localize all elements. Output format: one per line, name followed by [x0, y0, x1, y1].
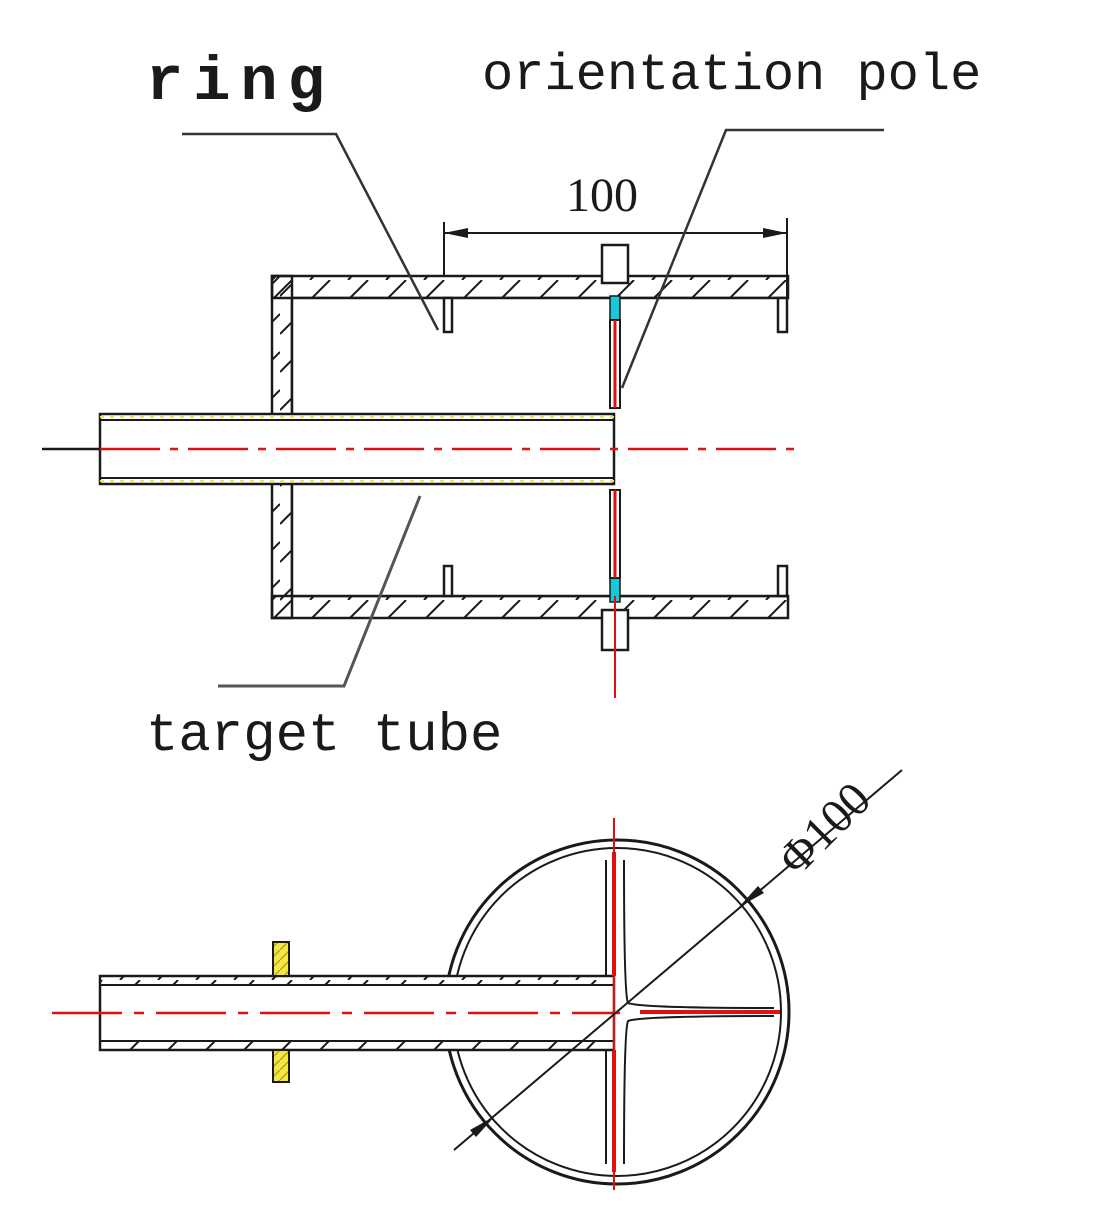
diameter-dimension-line	[453, 769, 903, 1151]
dim-arrow-right	[763, 228, 787, 238]
plan-tube-top-wall	[99, 975, 615, 986]
housing-top-wall	[270, 274, 790, 300]
label-length-dimension: 100	[566, 169, 638, 222]
ring-lip-upper-right	[776, 296, 789, 334]
dia-arrow-upper	[739, 886, 764, 907]
dim-arrow-left	[444, 228, 468, 238]
leader-orientation-pole	[620, 128, 884, 389]
label-orientation-pole: orientation pole	[482, 46, 982, 105]
pole-block-top	[600, 243, 630, 285]
ring-lip-lower-right	[776, 564, 789, 598]
clamp-bottom	[272, 1049, 290, 1083]
plan-view	[52, 769, 903, 1190]
housing-bottom-wall	[270, 594, 790, 620]
dia-arrow-lower	[470, 1116, 495, 1137]
plan-tube-bottom-wall	[99, 1040, 615, 1051]
leader-target-tube	[218, 495, 422, 688]
ring-lip-upper-left	[442, 296, 454, 334]
spoke-lobe-lower	[623, 1015, 775, 1165]
side-section-view	[42, 128, 884, 698]
ring-lip-lower-left	[442, 564, 454, 598]
leader-ring	[182, 132, 440, 331]
label-ring: ring	[146, 47, 335, 118]
pole-cyan-top	[609, 295, 621, 321]
label-target-tube: target tube	[146, 706, 503, 767]
clamp-top	[272, 941, 290, 977]
